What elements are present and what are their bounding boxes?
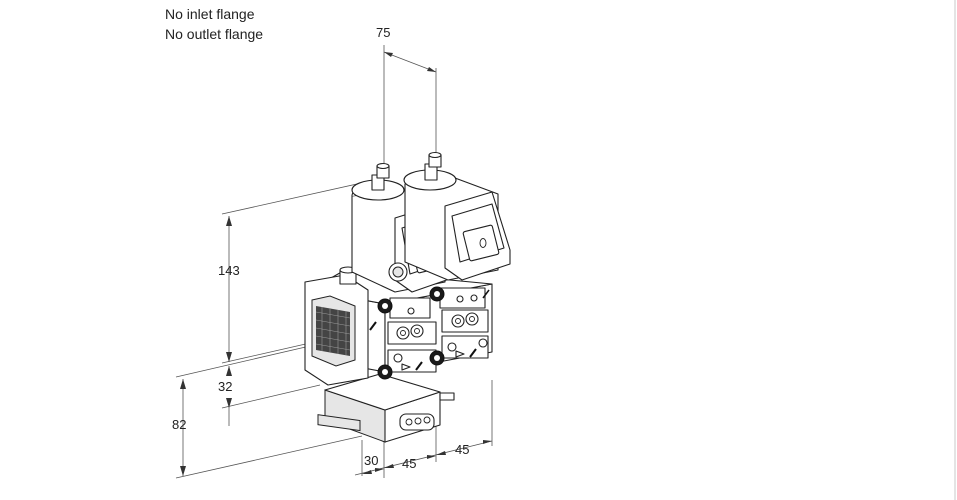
- dimension-bottom: 30 45 45: [354, 380, 493, 478]
- dimension-32-label: 32: [218, 379, 232, 394]
- dimension-45b-label: 45: [455, 442, 469, 457]
- dimension-30-label: 30: [364, 453, 378, 468]
- dimension-143: 143: [218, 177, 385, 364]
- inlet-flange-note: No inlet flange: [165, 6, 255, 22]
- front-details: [369, 286, 490, 380]
- outlet-flange-note: No outlet flange: [165, 26, 264, 42]
- dimension-82-label: 82: [172, 417, 186, 432]
- dimension-143-label: 143: [218, 263, 240, 278]
- dimension-32: 32: [218, 366, 321, 426]
- solenoid-right: [403, 151, 511, 281]
- dimension-82: 82: [172, 345, 363, 479]
- dimension-75: 75: [376, 25, 437, 172]
- side-pin: [439, 392, 455, 401]
- dimension-75-label: 75: [376, 25, 390, 40]
- base-nozzle: [399, 413, 435, 431]
- dimension-45-label: 45: [402, 456, 416, 471]
- inlet-label-plate: [317, 414, 361, 432]
- valve-body: [304, 266, 493, 443]
